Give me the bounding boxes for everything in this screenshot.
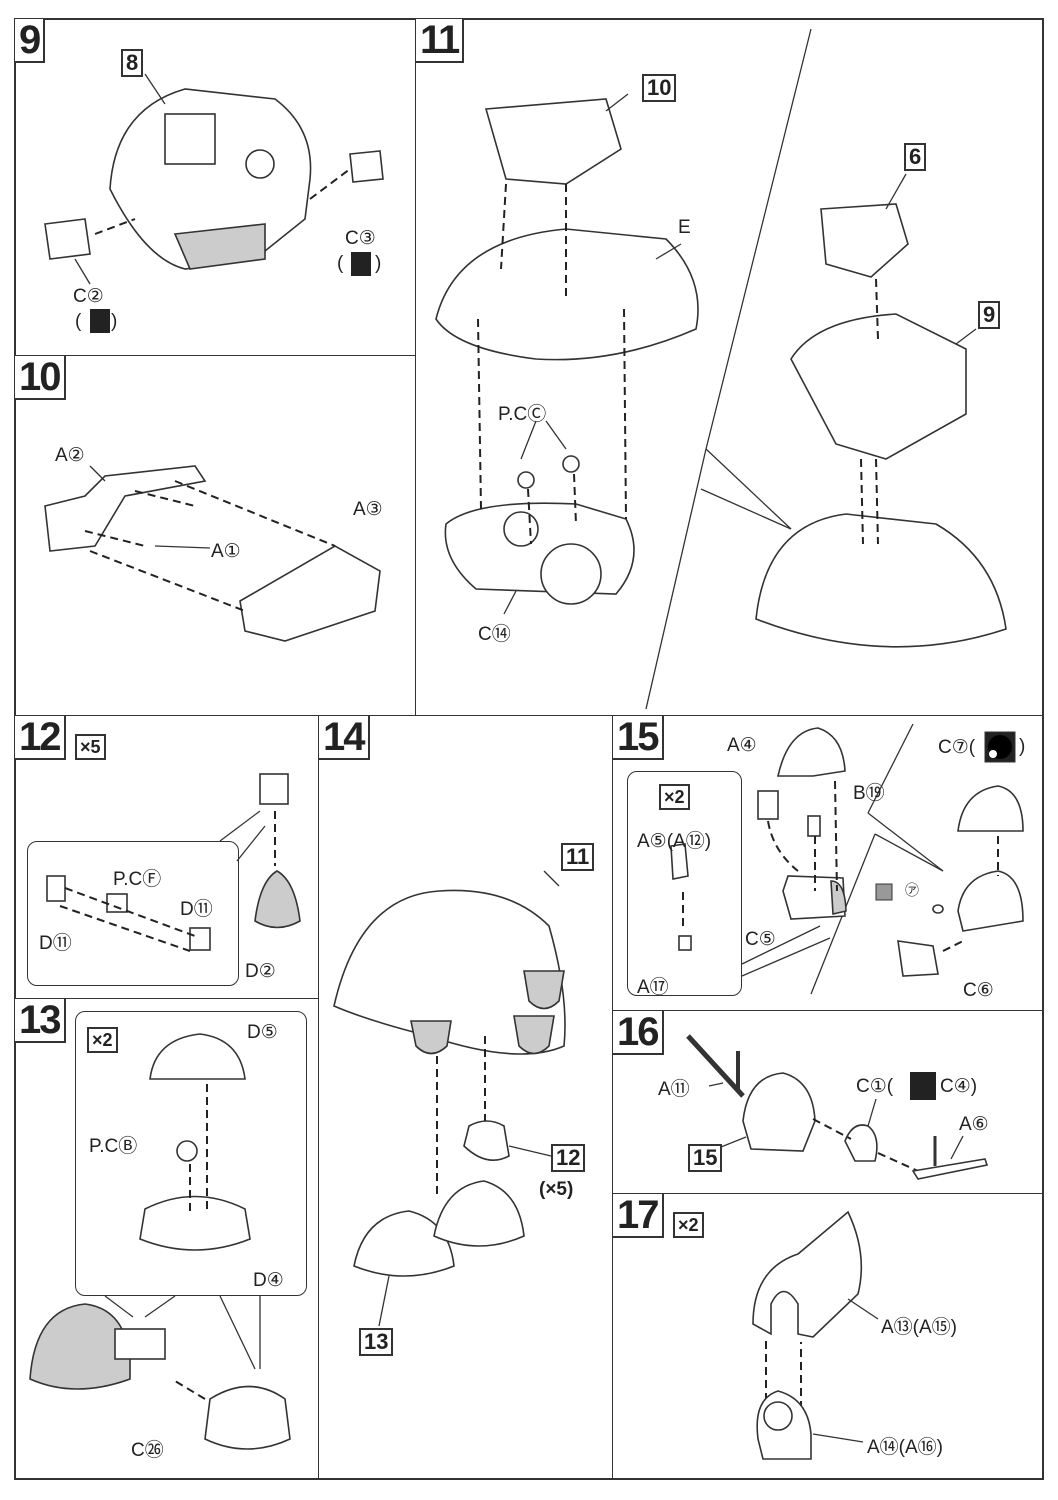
paren-close: ) xyxy=(1019,736,1026,757)
part-label-a11: A⑪ xyxy=(658,1079,690,1100)
part-label-c2: C② xyxy=(73,286,104,307)
step-number: 11 xyxy=(416,19,465,63)
ref-assembly-11: 11 xyxy=(561,843,595,871)
part-label-a2: A② xyxy=(55,445,85,466)
ref-assembly-6: 6 xyxy=(904,143,927,171)
step-10-diagram xyxy=(44,465,381,642)
ref-assembly-9: 9 xyxy=(978,301,1001,329)
step-9-panel: 9 8 C② ( ) C③ ( ) xyxy=(14,18,416,356)
multiplier-badge: ×2 xyxy=(673,1212,704,1238)
step-16-panel: 16 A⑪ 15 C①( C④) A⑥ xyxy=(612,1010,1044,1194)
paren-open: ( xyxy=(75,311,82,332)
step-number: 12 xyxy=(15,716,66,760)
step-13-diagram xyxy=(29,1033,291,1450)
part-label-a17: A⑰ xyxy=(637,977,669,998)
step-17-panel: 17 ×2 A⑬(A⑮) A⑭(A⑯) xyxy=(612,1193,1044,1480)
part-label-a6: A⑥ xyxy=(959,1114,989,1135)
step-number: 17 xyxy=(613,1194,664,1238)
step-14-panel: 14 11 12 (×5) 13 xyxy=(318,715,613,1480)
ref-multiplier: (×5) xyxy=(539,1179,574,1200)
part-label-a14-a16: A⑭(A⑯) xyxy=(867,1437,944,1458)
step-12-diagram xyxy=(46,773,301,952)
part-label-a1: A① xyxy=(211,541,241,562)
part-label-a13-a15: A⑬(A⑮) xyxy=(881,1317,958,1338)
detail-inset xyxy=(75,1011,307,1296)
part-label-b19: B⑲ xyxy=(853,783,885,804)
part-label-c1: C①( xyxy=(856,1076,894,1097)
step-15-diagram xyxy=(670,723,1024,995)
part-label-a4: A④ xyxy=(727,735,757,756)
part-label-pc-f: P.CⒻ xyxy=(113,869,162,890)
step-9-diagram xyxy=(44,73,384,333)
multiplier-badge: ×5 xyxy=(75,734,106,760)
step-number: 10 xyxy=(15,356,66,400)
multiplier-badge: ×2 xyxy=(87,1027,118,1053)
part-label-d2: D② xyxy=(245,961,276,982)
step-number: 13 xyxy=(15,999,66,1043)
step-17-diagram xyxy=(752,1210,879,1460)
part-label-c14: C⑭ xyxy=(478,624,511,645)
paren-close: ) xyxy=(375,253,382,274)
paren-open: ( xyxy=(337,253,344,274)
part-label-c3: C③ xyxy=(345,228,376,249)
ref-assembly-13: 13 xyxy=(359,1328,394,1356)
step-13-panel: 13 ×2 D⑤ P.CⒷ D④ C㉖ xyxy=(14,998,319,1480)
part-label-c26: C㉖ xyxy=(131,1440,164,1461)
step-number: 9 xyxy=(15,19,46,63)
part-label-d5: D⑤ xyxy=(247,1022,278,1043)
part-label-c4: C④) xyxy=(940,1076,978,1097)
part-label-a5-a12: A⑤(A⑫) xyxy=(637,831,712,852)
step-number: 14 xyxy=(319,716,370,760)
part-label-a3: A③ xyxy=(353,499,383,520)
ref-assembly-8: 8 xyxy=(121,49,144,77)
step-15-panel: 15 ×2 A④ B⑲ A⑤(A⑫) C⑤ A⑰ C⑦( ) ㋐ C⑥ xyxy=(612,715,1044,1011)
part-label-c6: C⑥ xyxy=(963,980,994,1001)
detail-inset xyxy=(27,841,239,986)
step-number: 16 xyxy=(613,1011,664,1055)
ref-assembly-12: 12 xyxy=(551,1144,586,1172)
step-number: 15 xyxy=(613,716,664,760)
paren-close: ) xyxy=(111,311,118,332)
step-10-panel: 10 A② A③ A① xyxy=(14,355,416,716)
ref-assembly-10: 10 xyxy=(642,74,677,102)
sticker-label-a: ㋐ xyxy=(905,882,919,898)
part-label-c7: C⑦( xyxy=(938,737,976,758)
part-label-pc-b: P.CⒷ xyxy=(89,1136,138,1157)
multiplier-badge: ×2 xyxy=(659,784,690,810)
ref-assembly-15: 15 xyxy=(688,1144,723,1172)
step-11-diagram xyxy=(435,28,1007,710)
step-12-panel: 12 ×5 P.CⒻ D⑪ D⑪ D② xyxy=(14,715,319,999)
step-14-diagram xyxy=(333,870,566,1327)
part-label-d11: D⑪ xyxy=(39,933,72,954)
step-16-diagram xyxy=(686,1034,989,1180)
part-label-pc-c: P.CⒸ xyxy=(498,404,547,425)
step-11-panel: 11 10 6 9 E P.CⒸ C⑭ xyxy=(415,18,1044,716)
part-label-d4: D④ xyxy=(253,1270,284,1291)
part-label-d11: D⑪ xyxy=(180,899,213,920)
part-label-e: E xyxy=(678,217,691,238)
detail-inset xyxy=(627,771,742,996)
part-label-c5: C⑤ xyxy=(745,929,776,950)
